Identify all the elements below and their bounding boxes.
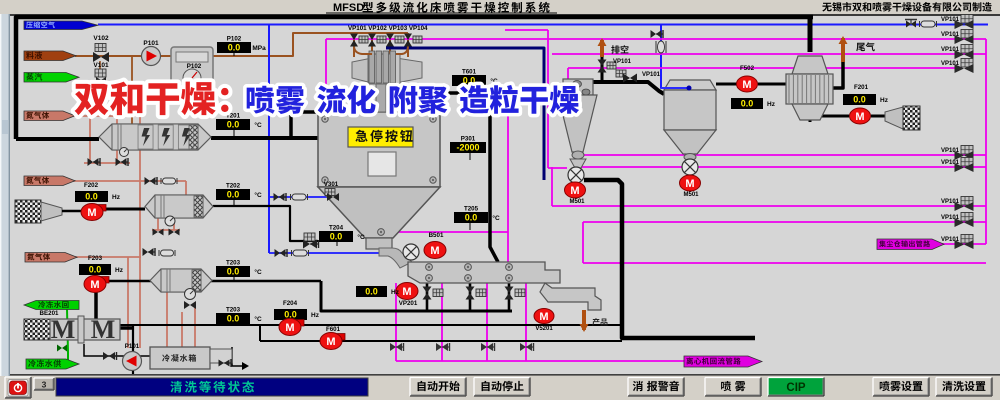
svg-text:M: M xyxy=(570,185,579,197)
svg-text:M: M xyxy=(326,336,335,348)
svg-text:VP101: VP101 xyxy=(642,72,661,78)
svg-text:M: M xyxy=(285,322,294,334)
svg-text:M: M xyxy=(90,279,99,291)
svg-text:CIP: CIP xyxy=(786,382,806,394)
svg-text:°C: °C xyxy=(357,233,365,241)
svg-text:°C: °C xyxy=(490,77,498,85)
svg-text:M: M xyxy=(685,178,694,190)
svg-text:T203: T203 xyxy=(226,307,241,314)
svg-text:MFSD: MFSD xyxy=(333,2,364,14)
svg-text:0.0: 0.0 xyxy=(227,314,240,324)
svg-text:M: M xyxy=(855,111,864,123)
svg-text:VP101: VP101 xyxy=(941,199,960,205)
svg-text:M501: M501 xyxy=(683,192,699,198)
svg-text:F204: F204 xyxy=(283,300,298,307)
svg-text:3: 3 xyxy=(42,380,47,390)
svg-text:B501: B501 xyxy=(429,232,444,239)
svg-text:M: M xyxy=(539,311,548,323)
svg-text:VP101: VP101 xyxy=(941,215,960,221)
svg-text:VP201: VP201 xyxy=(399,300,418,307)
svg-text:MPa: MPa xyxy=(252,45,266,52)
svg-text:VP101: VP101 xyxy=(941,47,960,53)
svg-text:0.0: 0.0 xyxy=(85,192,98,202)
svg-text:Hz: Hz xyxy=(115,267,124,274)
svg-text:Hz: Hz xyxy=(311,312,320,319)
svg-text:0.0: 0.0 xyxy=(741,99,754,109)
svg-text:P102: P102 xyxy=(227,36,242,43)
svg-text:T204: T204 xyxy=(329,225,344,232)
svg-text:F203: F203 xyxy=(88,255,103,262)
svg-text:BE201: BE201 xyxy=(40,310,59,317)
svg-text:VP101: VP101 xyxy=(941,160,960,166)
svg-text:°C: °C xyxy=(254,268,262,276)
svg-text:0.0: 0.0 xyxy=(284,310,297,320)
svg-text:T201: T201 xyxy=(226,113,241,120)
svg-text:V301: V301 xyxy=(324,181,339,188)
svg-text:M: M xyxy=(51,315,76,344)
svg-text:0.0: 0.0 xyxy=(365,287,378,297)
svg-text:T203: T203 xyxy=(226,260,241,267)
svg-text:P101: P101 xyxy=(125,343,140,350)
svg-text:Hz: Hz xyxy=(112,194,121,201)
svg-text:VP101: VP101 xyxy=(613,59,632,65)
svg-text:VP101: VP101 xyxy=(941,237,960,243)
svg-text:VP101 VP102 VP103 VP104: VP101 VP102 VP103 VP104 xyxy=(348,25,428,32)
svg-text:V101: V101 xyxy=(93,62,109,69)
svg-text:VP101: VP101 xyxy=(941,148,960,154)
svg-text:Hz: Hz xyxy=(767,101,776,108)
svg-text:Hz: Hz xyxy=(391,289,400,296)
svg-text:F201: F201 xyxy=(854,84,869,91)
svg-text:M: M xyxy=(402,286,411,298)
svg-text:M: M xyxy=(430,245,439,257)
svg-text:0.0: 0.0 xyxy=(227,120,240,130)
svg-text:V102: V102 xyxy=(93,35,109,42)
svg-text:F502: F502 xyxy=(740,65,755,72)
svg-text:V5201: V5201 xyxy=(535,326,553,332)
svg-text:F202: F202 xyxy=(84,182,99,189)
svg-text:T205: T205 xyxy=(464,206,479,213)
svg-text:0.0: 0.0 xyxy=(228,43,241,53)
svg-text:Hz: Hz xyxy=(880,97,889,104)
svg-text:M: M xyxy=(742,79,751,91)
svg-text:M: M xyxy=(91,315,116,344)
svg-text:P301: P301 xyxy=(461,136,476,143)
svg-text:0.0: 0.0 xyxy=(465,213,478,223)
svg-text:VP101: VP101 xyxy=(941,61,960,67)
svg-text:P102: P102 xyxy=(187,63,202,70)
svg-text:°C: °C xyxy=(254,191,262,199)
svg-text:T601: T601 xyxy=(462,69,477,76)
svg-text:0.0: 0.0 xyxy=(463,76,476,86)
svg-text:M: M xyxy=(87,207,96,219)
svg-text:0.0: 0.0 xyxy=(330,232,343,242)
svg-text:M501: M501 xyxy=(569,199,585,205)
svg-text:F601: F601 xyxy=(326,326,341,333)
svg-text:P101: P101 xyxy=(143,40,159,47)
svg-text:-2000: -2000 xyxy=(456,143,479,153)
svg-text:T202: T202 xyxy=(226,183,241,190)
svg-text:0.0: 0.0 xyxy=(227,190,240,200)
svg-text:0.0: 0.0 xyxy=(227,267,240,277)
svg-text:°C: °C xyxy=(492,214,500,222)
svg-text:VP101: VP101 xyxy=(941,32,960,38)
svg-text:°C: °C xyxy=(254,121,262,129)
svg-text:0.0: 0.0 xyxy=(853,95,866,105)
svg-text:0.0: 0.0 xyxy=(89,265,102,275)
svg-text:VP101: VP101 xyxy=(941,17,960,23)
svg-text:°C: °C xyxy=(254,315,262,323)
